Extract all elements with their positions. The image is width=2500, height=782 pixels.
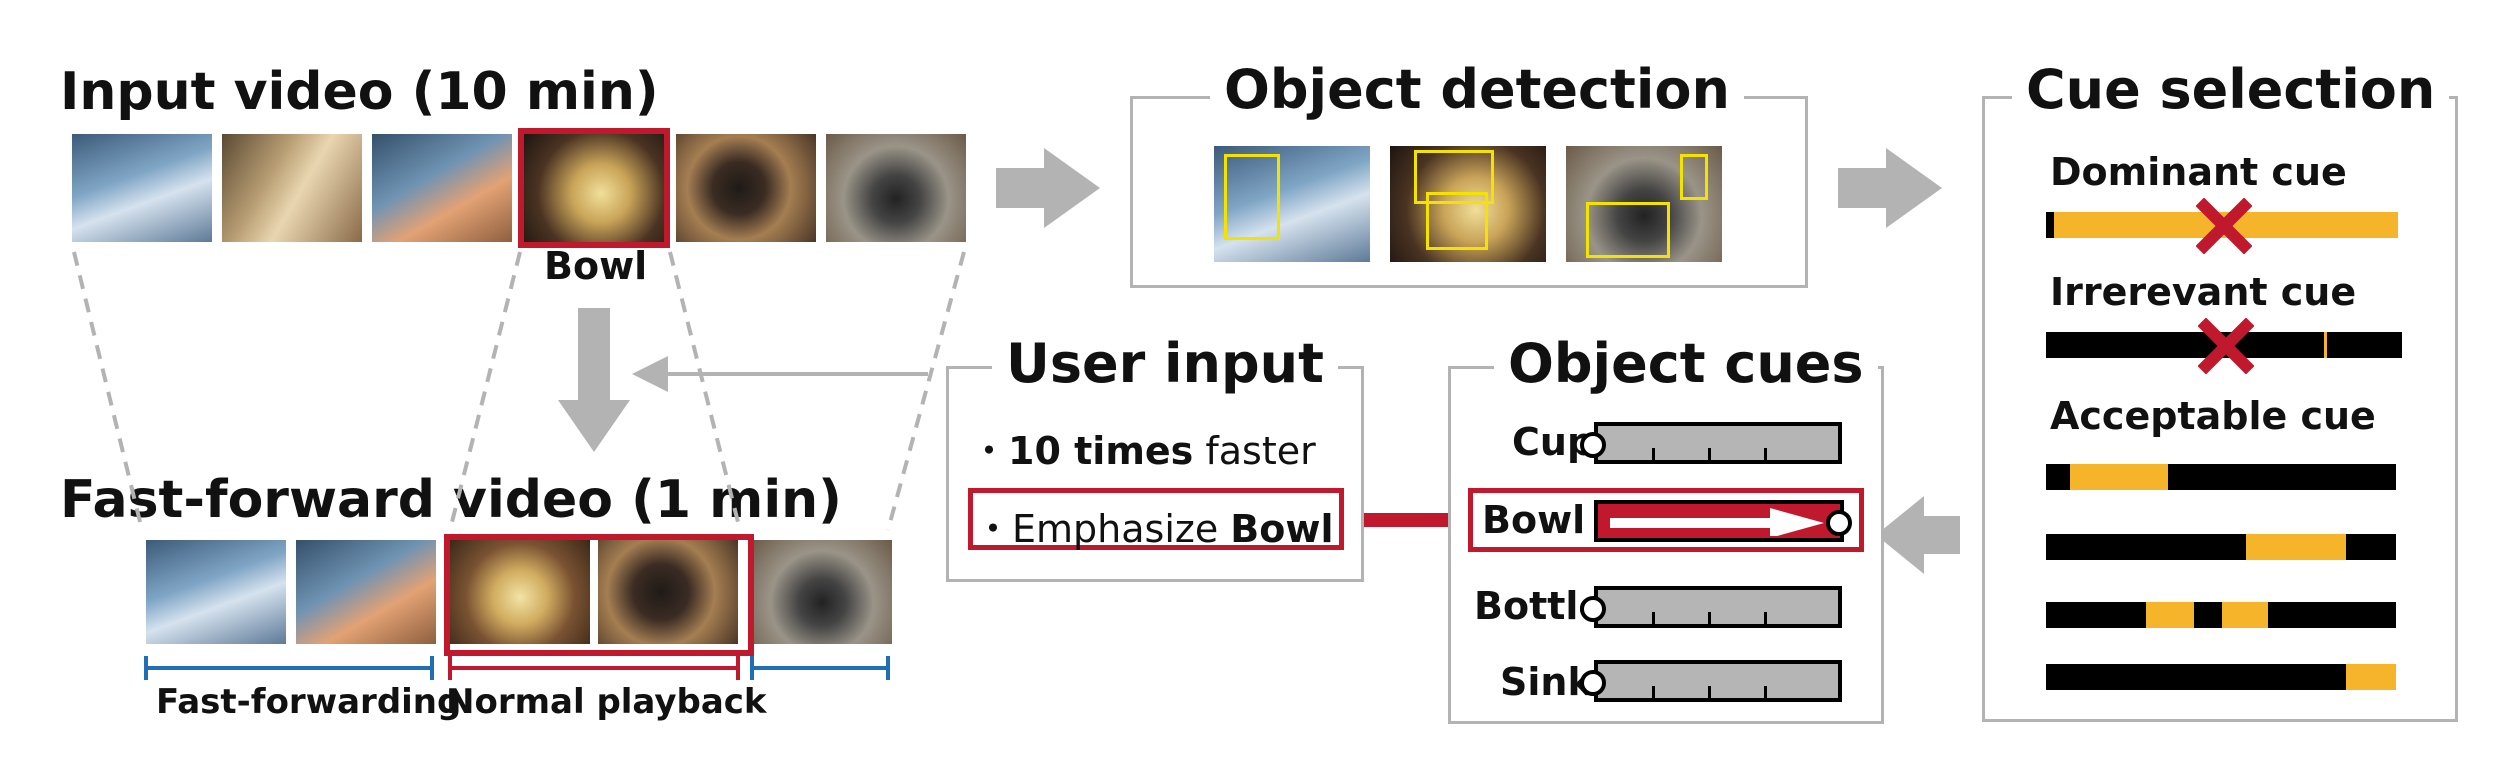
arrow-user-input-to-video <box>632 356 928 392</box>
ff-frame-4-bowl <box>598 540 738 644</box>
input-frame-2 <box>222 134 362 242</box>
user-input-speed: ・10 times faster <box>970 429 1316 473</box>
detection-box <box>1224 154 1280 240</box>
input-frame-3 <box>372 134 512 242</box>
bowl-cue-highlight <box>1468 488 1864 552</box>
arrow-to-detection <box>996 148 1100 228</box>
object-cue-label-sink: Sink <box>1500 660 1593 704</box>
tick <box>1652 686 1655 698</box>
emphasize-box <box>968 488 1344 550</box>
object-cue-track-sink <box>1594 660 1842 702</box>
detection-frame-1 <box>1214 146 1370 262</box>
bowl-highlight-label: Bowl <box>544 244 648 288</box>
object-detection-title: Object detection <box>1210 60 1744 120</box>
object-cue-track-bottle <box>1594 586 1842 628</box>
input-frame-6 <box>826 134 966 242</box>
reject-x-icon <box>2195 197 2253 255</box>
reject-x-icon <box>2197 317 2255 375</box>
tick <box>1764 612 1767 624</box>
dashed-connectors <box>72 251 966 531</box>
object-cue-knob-bowl[interactable] <box>1826 510 1852 536</box>
tick <box>1652 448 1655 460</box>
tick <box>1708 448 1711 460</box>
detection-frame-2 <box>1390 146 1546 262</box>
acceptable-cue-bar-3 <box>2046 602 2396 628</box>
user-input-title: User input <box>992 334 1338 394</box>
input-frame-1 <box>72 134 212 242</box>
cue-segment <box>2070 464 2168 490</box>
acceptable-cue-bar-1 <box>2046 464 2396 490</box>
arrow-to-object-cues <box>1876 496 1960 574</box>
cue-segment <box>2146 602 2194 628</box>
fast-forward-title: Fast-forward video (1 min) <box>60 470 842 530</box>
tick <box>1764 686 1767 698</box>
ff-segment-label-2: Normal playback <box>446 682 767 722</box>
input-frame-5 <box>676 134 816 242</box>
ff-bracket-2 <box>750 656 890 680</box>
cue-segment <box>2324 332 2327 358</box>
object-cue-label-bowl: Bowl <box>1482 498 1586 542</box>
detection-frame-3 <box>1566 146 1722 262</box>
ff-frame-5 <box>752 540 892 644</box>
cue-segment <box>2346 664 2396 690</box>
detection-box <box>1414 150 1494 204</box>
acceptable-cue-bar-2 <box>2046 534 2396 560</box>
bowl-cue-arrow <box>1610 508 1824 536</box>
object-cue-knob-sink[interactable] <box>1580 670 1606 696</box>
user-input-emphasize: ・Emphasize Bowl <box>974 507 1334 551</box>
acceptable-cue-bar-4 <box>2046 664 2396 690</box>
ff-frame-1 <box>146 540 286 644</box>
detection-box <box>1426 192 1488 250</box>
tick <box>1708 686 1711 698</box>
tick <box>1708 612 1711 624</box>
cue-segment <box>2246 534 2346 560</box>
ff-bracket-1 <box>144 656 434 680</box>
acceptable-cue-label: Acceptable cue <box>2050 394 2376 438</box>
ff-frame-3-bowl <box>450 540 590 644</box>
normal-bracket <box>448 656 740 680</box>
ff-segment-label-1: Fast-forwarding <box>156 682 462 722</box>
dominant-cue-label: Dominant cue <box>2050 150 2347 194</box>
normal-playback-frame-box <box>444 534 754 656</box>
input-video-title: Input video (10 min) <box>60 62 659 122</box>
object-cue-track-bowl <box>1594 500 1844 542</box>
object-cue-knob-bottle[interactable] <box>1580 596 1606 622</box>
cue-segment <box>2222 602 2268 628</box>
detection-box <box>1680 154 1708 200</box>
object-cue-knob-cup[interactable] <box>1580 432 1606 458</box>
down-arrow <box>558 308 630 452</box>
irrelevant-cue-label: Irrerevant cue <box>2050 270 2357 314</box>
arrow-to-cue-selection <box>1838 148 1942 228</box>
object-cues-title: Object cues <box>1494 334 1878 394</box>
ff-frame-2 <box>296 540 436 644</box>
detection-box <box>1586 202 1670 258</box>
cue-selection-title: Cue selection <box>2012 60 2450 120</box>
tick <box>1652 612 1655 624</box>
tick <box>1764 448 1767 460</box>
object-cue-track-cup <box>1594 422 1842 464</box>
input-frame-4-bowl <box>524 134 664 242</box>
